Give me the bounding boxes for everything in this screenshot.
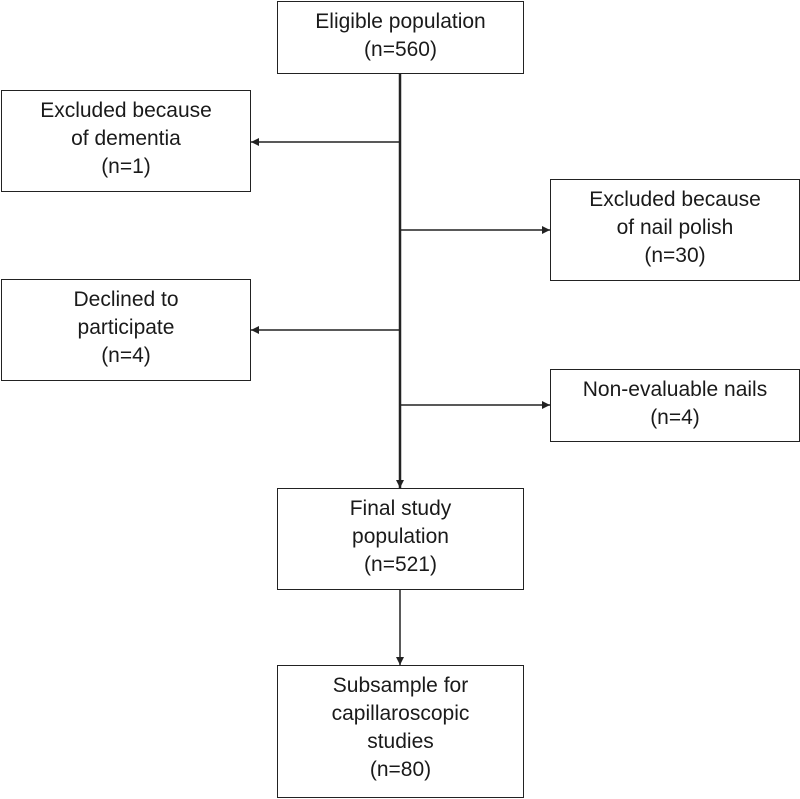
excluded-dementia-count: (n=1) [101, 155, 151, 178]
declined-label-2: participate [77, 316, 175, 339]
subsample-count: (n=80) [369, 758, 432, 781]
declined-count: (n=4) [101, 344, 151, 367]
eligible-label: Eligible population [315, 10, 486, 33]
subsample-label-2: capillaroscopic [331, 702, 470, 725]
non-evaluable-label: Non-evaluable nails [582, 378, 768, 401]
excluded-dementia-label-2: of dementia [71, 127, 181, 150]
final-label-1: Final study [349, 497, 452, 520]
non-evaluable-nails-box: Non-evaluable nails (n=4) [550, 369, 800, 442]
excluded-dementia-label-1: Excluded because [40, 99, 212, 122]
subsample-box: Subsample for capillaroscopic studies (n… [277, 665, 524, 798]
eligible-population-box: Eligible population (n=560) [277, 1, 524, 74]
final-study-population-box: Final study population (n=521) [277, 488, 524, 590]
excluded-nail-polish-label-1: Excluded because [589, 188, 761, 211]
eligible-count: (n=560) [364, 38, 437, 61]
final-label-2: population [352, 525, 449, 548]
final-count: (n=521) [364, 553, 437, 576]
non-evaluable-count: (n=4) [650, 406, 700, 429]
declined-box: Declined to participate (n=4) [1, 279, 251, 381]
declined-label-1: Declined to [73, 288, 179, 311]
subsample-label-1: Subsample for [332, 674, 469, 697]
excluded-dementia-box: Excluded because of dementia (n=1) [1, 90, 251, 192]
excluded-nail-polish-label-2: of nail polish [616, 216, 734, 239]
excluded-nail-polish-count: (n=30) [644, 244, 706, 267]
excluded-nail-polish-box: Excluded because of nail polish (n=30) [550, 179, 800, 281]
subsample-label-3: studies [367, 730, 434, 753]
